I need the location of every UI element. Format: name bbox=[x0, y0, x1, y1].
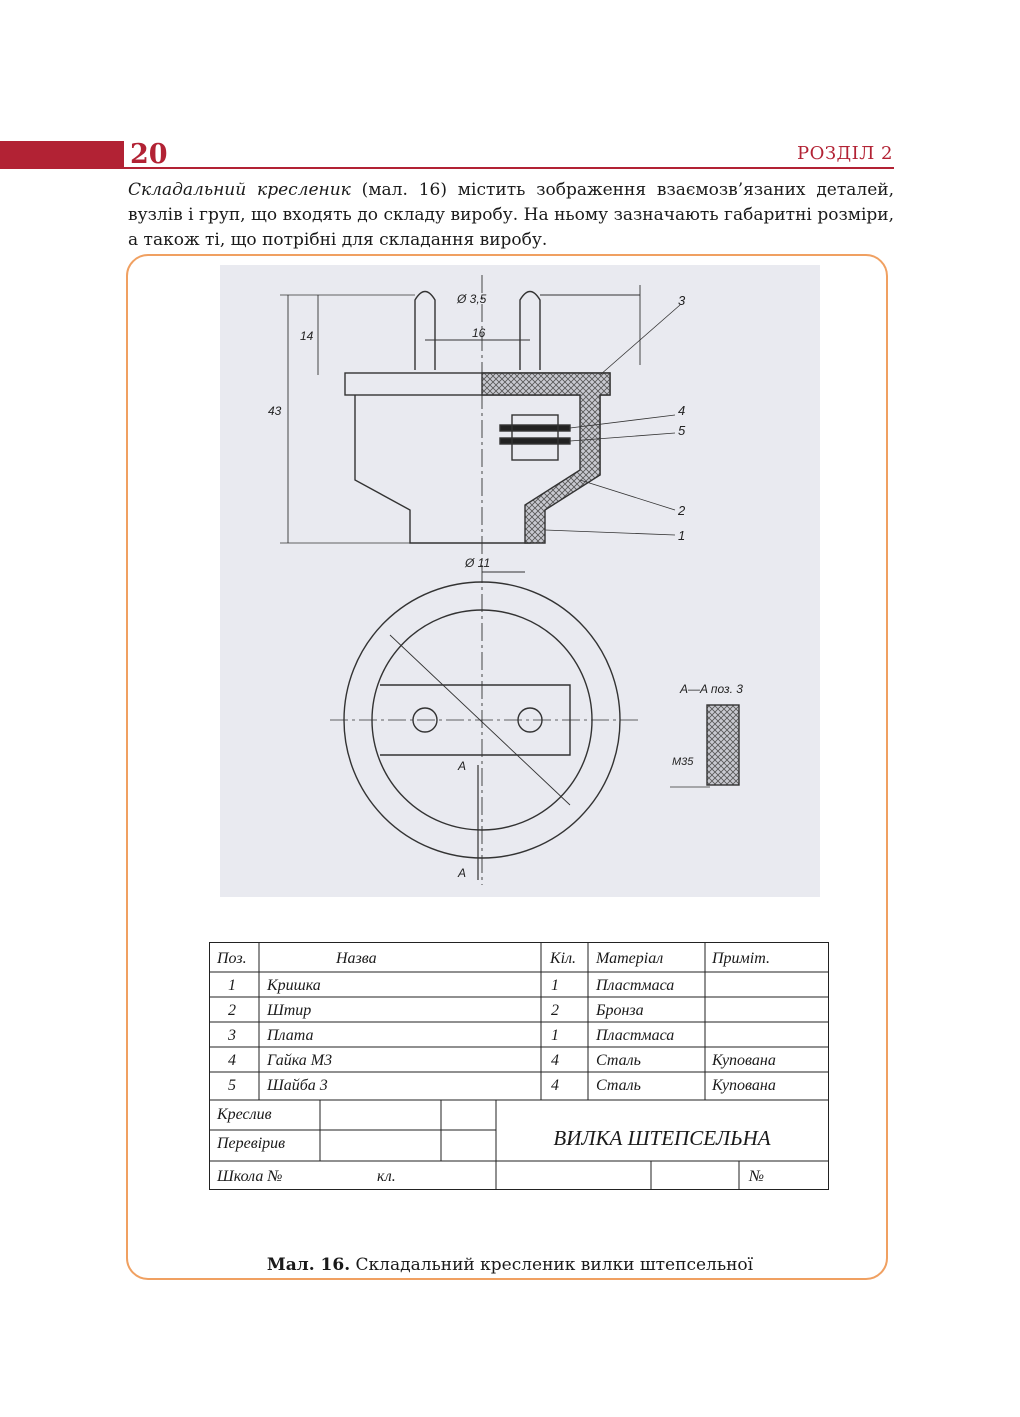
section-title: РОЗДІЛ 2 bbox=[796, 143, 893, 164]
dim-label-d35: Ø 3,5 bbox=[456, 292, 487, 306]
header-rule bbox=[124, 167, 894, 169]
leader-3 bbox=[599, 304, 681, 376]
row-4-pos: 4 bbox=[228, 1052, 236, 1069]
section-mark-top: A bbox=[457, 759, 466, 773]
row-1-name: Кришка bbox=[266, 977, 321, 994]
pin-right bbox=[519, 290, 541, 370]
row-3-qty: 1 bbox=[551, 1027, 559, 1044]
title-block-class: кл. bbox=[377, 1168, 396, 1185]
row-1-pos: 1 bbox=[228, 977, 236, 994]
title-block-checked: Перевірив bbox=[216, 1135, 285, 1152]
callout-3: 3 bbox=[678, 293, 686, 308]
drawing-svg: Ø 3,5 16 14 43 Ø 11 M35 3 4 5 2 1 A A A—… bbox=[268, 275, 743, 885]
dim-label-16: 16 bbox=[472, 326, 486, 340]
page-number: 20 bbox=[130, 139, 168, 170]
row-4-note: Купована bbox=[711, 1052, 776, 1069]
figure-caption: Мал. 16. Складальний кресленик вилки ште… bbox=[0, 1255, 1020, 1275]
spec-border bbox=[209, 942, 829, 1190]
header-red-bar bbox=[0, 141, 124, 169]
header-note: Приміт. bbox=[711, 950, 770, 967]
row-5-name: Шайба 3 bbox=[266, 1077, 328, 1094]
dim-label-43: 43 bbox=[268, 404, 282, 418]
dim-label-m35: M35 bbox=[672, 756, 694, 768]
row-4-name: Гайка М3 bbox=[266, 1052, 332, 1069]
caption-text: Складальний кресленик вилки штепсельної bbox=[350, 1255, 754, 1275]
title-block-number: № bbox=[748, 1168, 764, 1185]
pin-left bbox=[414, 290, 436, 370]
dim-label-d11: Ø 11 bbox=[464, 556, 490, 570]
row-1-material: Пластмаса bbox=[595, 977, 674, 994]
hatched-section bbox=[481, 372, 611, 544]
leader-1 bbox=[544, 529, 676, 536]
leader-2 bbox=[579, 479, 676, 511]
header-qty: Кіл. bbox=[549, 950, 576, 967]
row-5-note: Купована bbox=[711, 1077, 776, 1094]
figure-frame bbox=[126, 254, 888, 1280]
intro-paragraph: Складальний кресленик (мал. 16) містить … bbox=[128, 178, 894, 253]
row-5-material: Сталь bbox=[596, 1077, 641, 1094]
spec-svg: Поз. Назва Кіл. Матеріал Приміт. 1 Кришк… bbox=[209, 942, 829, 1190]
assembly-drawing: Ø 3,5 16 14 43 Ø 11 M35 3 4 5 2 1 A A A—… bbox=[220, 265, 820, 897]
washer-2 bbox=[499, 437, 571, 445]
row-2-material: Бронза bbox=[595, 1002, 644, 1019]
callout-5: 5 bbox=[678, 423, 686, 438]
specification-table: Поз. Назва Кіл. Матеріал Приміт. 1 Кришк… bbox=[209, 942, 829, 1190]
header-name: Назва bbox=[335, 950, 377, 967]
row-5-qty: 4 bbox=[551, 1077, 559, 1094]
section-mark-bottom: A bbox=[457, 866, 466, 880]
row-3-material: Пластмаса bbox=[595, 1027, 674, 1044]
row-3-pos: 3 bbox=[227, 1027, 236, 1044]
title-block-drew: Креслив bbox=[216, 1106, 272, 1123]
callout-4: 4 bbox=[678, 403, 685, 418]
nut bbox=[511, 414, 559, 461]
header-material: Матеріал bbox=[595, 950, 663, 967]
row-2-name: Штир bbox=[266, 1002, 311, 1019]
row-4-material: Сталь bbox=[596, 1052, 641, 1069]
header-pos: Поз. bbox=[216, 950, 247, 967]
row-2-qty: 2 bbox=[551, 1002, 559, 1019]
section-detail bbox=[706, 704, 740, 786]
row-5-pos: 5 bbox=[228, 1077, 236, 1094]
callout-1: 1 bbox=[678, 528, 685, 543]
leader-4 bbox=[569, 414, 676, 429]
row-1-qty: 1 bbox=[551, 977, 559, 994]
intro-text: (мал. 16) містить зображення взаємозв’яз… bbox=[128, 180, 894, 250]
row-3-name: Плата bbox=[266, 1027, 313, 1044]
row-4-qty: 4 bbox=[551, 1052, 559, 1069]
title-block-school: Школа № bbox=[216, 1168, 282, 1185]
callout-2: 2 bbox=[677, 503, 686, 518]
washer-1 bbox=[499, 424, 571, 432]
intro-term: Складальний кресленик bbox=[128, 180, 351, 200]
dim-label-14: 14 bbox=[300, 329, 314, 343]
title-block-title: ВИЛКА ШТЕПСЕЛЬНА bbox=[553, 1126, 770, 1150]
leader-5 bbox=[569, 432, 676, 442]
caption-label: Мал. 16. bbox=[266, 1255, 351, 1275]
section-title: A—A поз. 3 bbox=[679, 682, 743, 696]
body-outline bbox=[354, 395, 601, 544]
row-2-pos: 2 bbox=[228, 1002, 236, 1019]
